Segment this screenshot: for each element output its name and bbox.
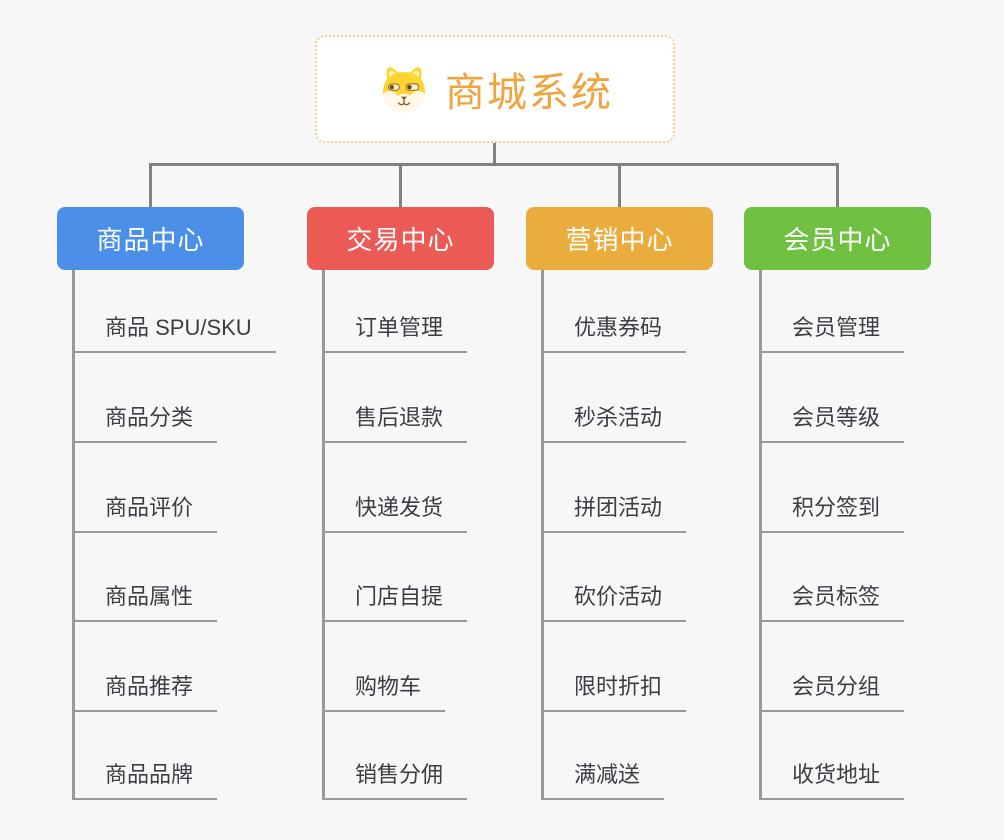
leaf-node[interactable]: 商品 SPU/SKU xyxy=(72,313,276,353)
leaf-node[interactable]: 拼团活动 xyxy=(541,493,687,533)
root-stem-connector xyxy=(493,143,496,164)
leaf-node[interactable]: 满减送 xyxy=(541,760,665,800)
leaf-node[interactable]: 销售分佣 xyxy=(322,760,468,800)
leaf-node[interactable]: 会员等级 xyxy=(759,403,905,443)
leaf-node[interactable]: 秒杀活动 xyxy=(541,403,687,443)
leaf-node[interactable]: 商品推荐 xyxy=(72,672,218,712)
leaf-node[interactable]: 商品分类 xyxy=(72,403,218,443)
leaf-node[interactable]: 快递发货 xyxy=(322,493,468,533)
branch-drop-connector xyxy=(399,163,402,207)
branch-rail xyxy=(759,270,762,800)
leaf-node[interactable]: 会员分组 xyxy=(759,672,905,712)
horizontal-connector xyxy=(149,163,839,166)
branch-node-4[interactable]: 会员中心 xyxy=(744,207,931,270)
leaf-node[interactable]: 优惠券码 xyxy=(541,313,687,353)
leaf-node[interactable]: 商品属性 xyxy=(72,582,218,622)
branch-rail xyxy=(541,270,544,800)
leaf-node[interactable]: 商品品牌 xyxy=(72,760,218,800)
branch-node-2[interactable]: 交易中心 xyxy=(307,207,494,270)
branch-drop-connector xyxy=(618,163,621,207)
branch-rail xyxy=(322,270,325,800)
branch-rail xyxy=(72,270,75,800)
leaf-node[interactable]: 砍价活动 xyxy=(541,582,687,622)
leaf-node[interactable]: 商品评价 xyxy=(72,493,218,533)
leaf-node[interactable]: 门店自提 xyxy=(322,582,468,622)
branch-node-3[interactable]: 营销中心 xyxy=(526,207,713,270)
dog-face-icon xyxy=(377,62,431,116)
leaf-node[interactable]: 购物车 xyxy=(322,672,446,712)
branch-drop-connector xyxy=(836,163,839,207)
leaf-node[interactable]: 收货地址 xyxy=(759,760,905,800)
leaf-node[interactable]: 售后退款 xyxy=(322,403,468,443)
leaf-node[interactable]: 会员标签 xyxy=(759,582,905,622)
root-node[interactable]: 商城系统 xyxy=(315,35,675,143)
leaf-node[interactable]: 会员管理 xyxy=(759,313,905,353)
leaf-node[interactable]: 积分签到 xyxy=(759,493,905,533)
leaf-node[interactable]: 订单管理 xyxy=(322,313,468,353)
root-title: 商城系统 xyxy=(445,71,613,115)
branch-node-1[interactable]: 商品中心 xyxy=(57,207,244,270)
branch-drop-connector xyxy=(149,163,152,207)
leaf-node[interactable]: 限时折扣 xyxy=(541,672,687,712)
